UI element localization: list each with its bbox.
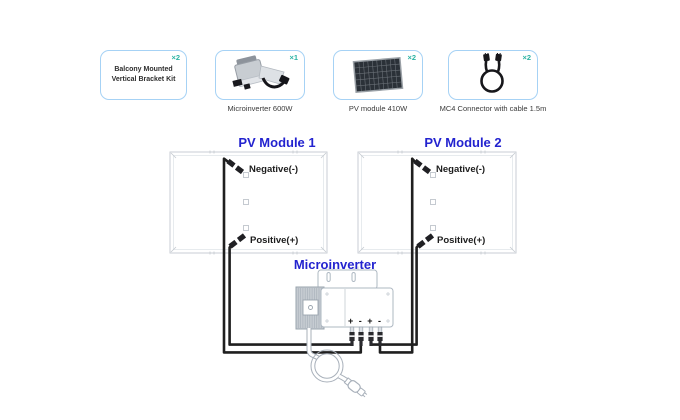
- qty-badge: ×2: [171, 53, 180, 62]
- microinverter-title: Microinverter: [294, 257, 376, 272]
- dc-input-connectors: [349, 326, 383, 346]
- microinverter-device: + - + -: [295, 266, 394, 330]
- kit-card-mc4-cable: ×2: [448, 50, 538, 100]
- mc4-cable-card-label: MC4 Connector with cable 1.5m: [439, 104, 547, 113]
- qty-badge: ×2: [407, 53, 416, 62]
- kit-card-microinverter: ×1: [215, 50, 305, 100]
- terminal-polarity-label: + - + -: [348, 316, 383, 326]
- mc4-panel2-positive: [416, 233, 435, 249]
- kit-card-pv-module: ×2: [333, 50, 423, 100]
- qty-badge: ×2: [522, 53, 531, 62]
- ac-cable-and-plug: [306, 328, 368, 398]
- bracket-kit-label: Balcony Mounted Vertical Bracket Kit: [111, 65, 176, 83]
- panel2-negative-label: Negative(-): [436, 164, 485, 175]
- pv-module-card-label: PV module 410W: [348, 104, 408, 113]
- qty-badge: ×1: [289, 53, 298, 62]
- kit-card-bracket-kit: ×2 Balcony Mounted Vertical Bracket Kit: [100, 50, 187, 100]
- mc4-panel2-negative: [413, 158, 432, 175]
- wire-panel2-negative: [378, 157, 418, 354]
- power-plug-icon: [343, 377, 368, 398]
- microinverter-card-label: Microinverter 600W: [227, 104, 293, 113]
- pv-module-product-icon: [352, 56, 404, 94]
- panel1-negative-label: Negative(-): [249, 164, 298, 175]
- microinverter-product-icon: [232, 55, 290, 90]
- mc4-panel1-positive: [228, 233, 247, 249]
- panel1-positive-label: Positive(+): [250, 235, 298, 246]
- pv-panel-1: [169, 150, 328, 255]
- pv-module-1-title: PV Module 1: [238, 135, 315, 150]
- mc4-connectors: [226, 158, 435, 249]
- pv-panel-2: [357, 150, 517, 255]
- pv-module-2-title: PV Module 2: [424, 135, 501, 150]
- mc4-cable-product-icon: [480, 53, 504, 93]
- wire-panel1-negative: [222, 157, 363, 354]
- mc4-panel1-negative: [226, 158, 245, 175]
- panel2-positive-label: Positive(+): [437, 235, 485, 246]
